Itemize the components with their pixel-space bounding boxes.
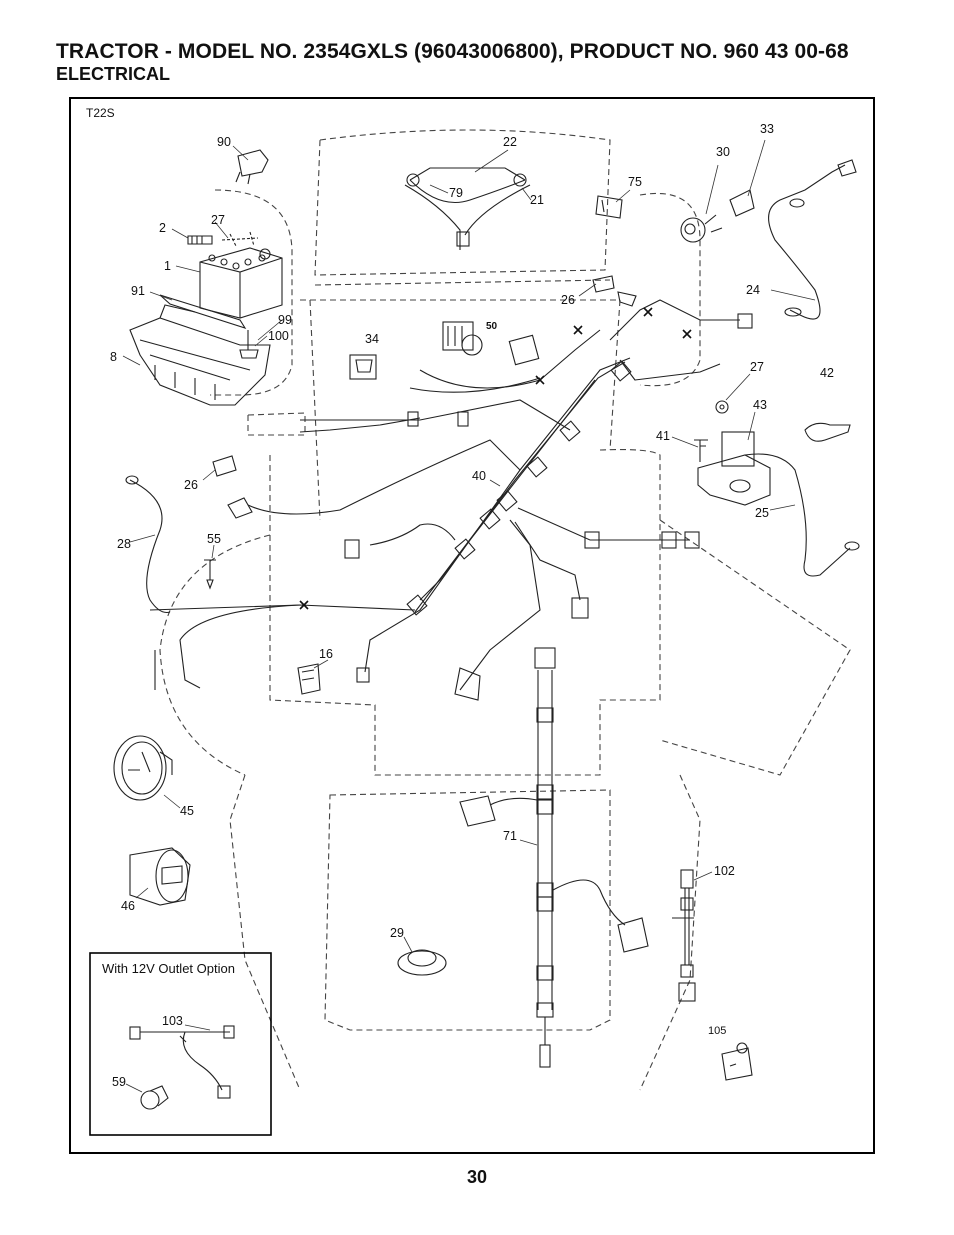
- label-42: 42: [820, 366, 834, 380]
- label-21: 21: [530, 193, 544, 207]
- label-100: 100: [268, 329, 289, 343]
- label-91: 91: [131, 284, 145, 298]
- part-26-fuse: [212, 455, 237, 477]
- label-105: 105: [708, 1025, 726, 1037]
- part-102-harness: [672, 869, 696, 1002]
- label-59: 59: [112, 1075, 126, 1089]
- harness-break-marks: [299, 307, 692, 610]
- part-99-100-bolt: [239, 330, 259, 359]
- label-43: 43: [753, 398, 767, 412]
- inset-frame: [89, 952, 272, 1136]
- label-27-top: 27: [211, 213, 225, 227]
- label-2: 2: [159, 221, 166, 235]
- label-79: 79: [449, 186, 463, 200]
- part-30-ignition: [680, 214, 723, 243]
- part-27-terminal: [221, 231, 259, 247]
- part-45-gauge: [113, 735, 173, 801]
- label-45: 45: [180, 804, 194, 818]
- part-91-strap: [159, 294, 247, 329]
- part-34-switch: [349, 354, 377, 380]
- part-90-connector: [235, 149, 269, 185]
- label-8: 8: [110, 350, 117, 364]
- part-105-sensor: [721, 1042, 753, 1081]
- part-16-switch: [297, 663, 321, 695]
- label-16: 16: [319, 647, 333, 661]
- part-40-main-harness: [149, 299, 753, 701]
- part-27-nut: [715, 400, 729, 414]
- connector-plate: [508, 334, 540, 366]
- label-46: 46: [121, 899, 135, 913]
- part-46-hour-meter: [129, 847, 191, 906]
- part-fuse-socket: [227, 497, 253, 519]
- label-33: 33: [760, 122, 774, 136]
- label-99: 99: [278, 313, 292, 327]
- label-102: 102: [714, 864, 735, 878]
- label-34: 34: [365, 332, 379, 346]
- tractor-outline: [159, 129, 851, 1091]
- label-26-left: 26: [184, 478, 198, 492]
- part-22-headlight-harness: [404, 167, 531, 250]
- label-71: 71: [503, 829, 517, 843]
- part-8-battery-tray: [129, 304, 271, 406]
- part-33-key: [729, 189, 755, 217]
- label-55: 55: [207, 532, 221, 546]
- part-55-screw: [204, 559, 216, 590]
- part-50-relay: [442, 321, 483, 356]
- label-75: 75: [628, 175, 642, 189]
- label-29: 29: [390, 926, 404, 940]
- label-25: 25: [755, 506, 769, 520]
- part-29-plug: [397, 949, 447, 976]
- inset-title: With 12V Outlet Option: [102, 961, 235, 976]
- section-subtitle: ELECTRICAL: [56, 64, 170, 84]
- part-1-battery: [199, 247, 283, 319]
- label-50: 50: [486, 321, 498, 332]
- page-title: TRACTOR - MODEL NO. 2354GXLS (9604300680…: [56, 40, 849, 63]
- label-103: 103: [162, 1014, 183, 1028]
- part-26-fuse-holder: [592, 275, 637, 307]
- label-30: 30: [716, 145, 730, 159]
- label-26-top: 26: [561, 293, 575, 307]
- part-24-cable: [768, 159, 857, 320]
- label-28: 28: [117, 537, 131, 551]
- label-1: 1: [164, 259, 171, 273]
- diagram-frame: [69, 97, 875, 1154]
- part-59-outlet: [140, 1085, 169, 1110]
- label-41: 41: [656, 429, 670, 443]
- part-42-boot: [804, 422, 851, 442]
- part-71-harness: [459, 647, 649, 1068]
- label-27-right: 27: [750, 360, 764, 374]
- label-90: 90: [217, 135, 231, 149]
- part-75-switch: [595, 195, 623, 219]
- label-40: 40: [472, 469, 486, 483]
- label-22: 22: [503, 135, 517, 149]
- diagram-code: T22S: [86, 106, 115, 120]
- leader-lines: [122, 139, 816, 1093]
- part-28-cable: [125, 475, 171, 614]
- part-2-bolt: [187, 235, 213, 245]
- part-41-bolt: [694, 439, 708, 462]
- label-24: 24: [746, 283, 760, 297]
- part-43-solenoid: [697, 431, 860, 577]
- part-103-harness: [129, 1025, 235, 1099]
- page-number: 30: [466, 1167, 488, 1187]
